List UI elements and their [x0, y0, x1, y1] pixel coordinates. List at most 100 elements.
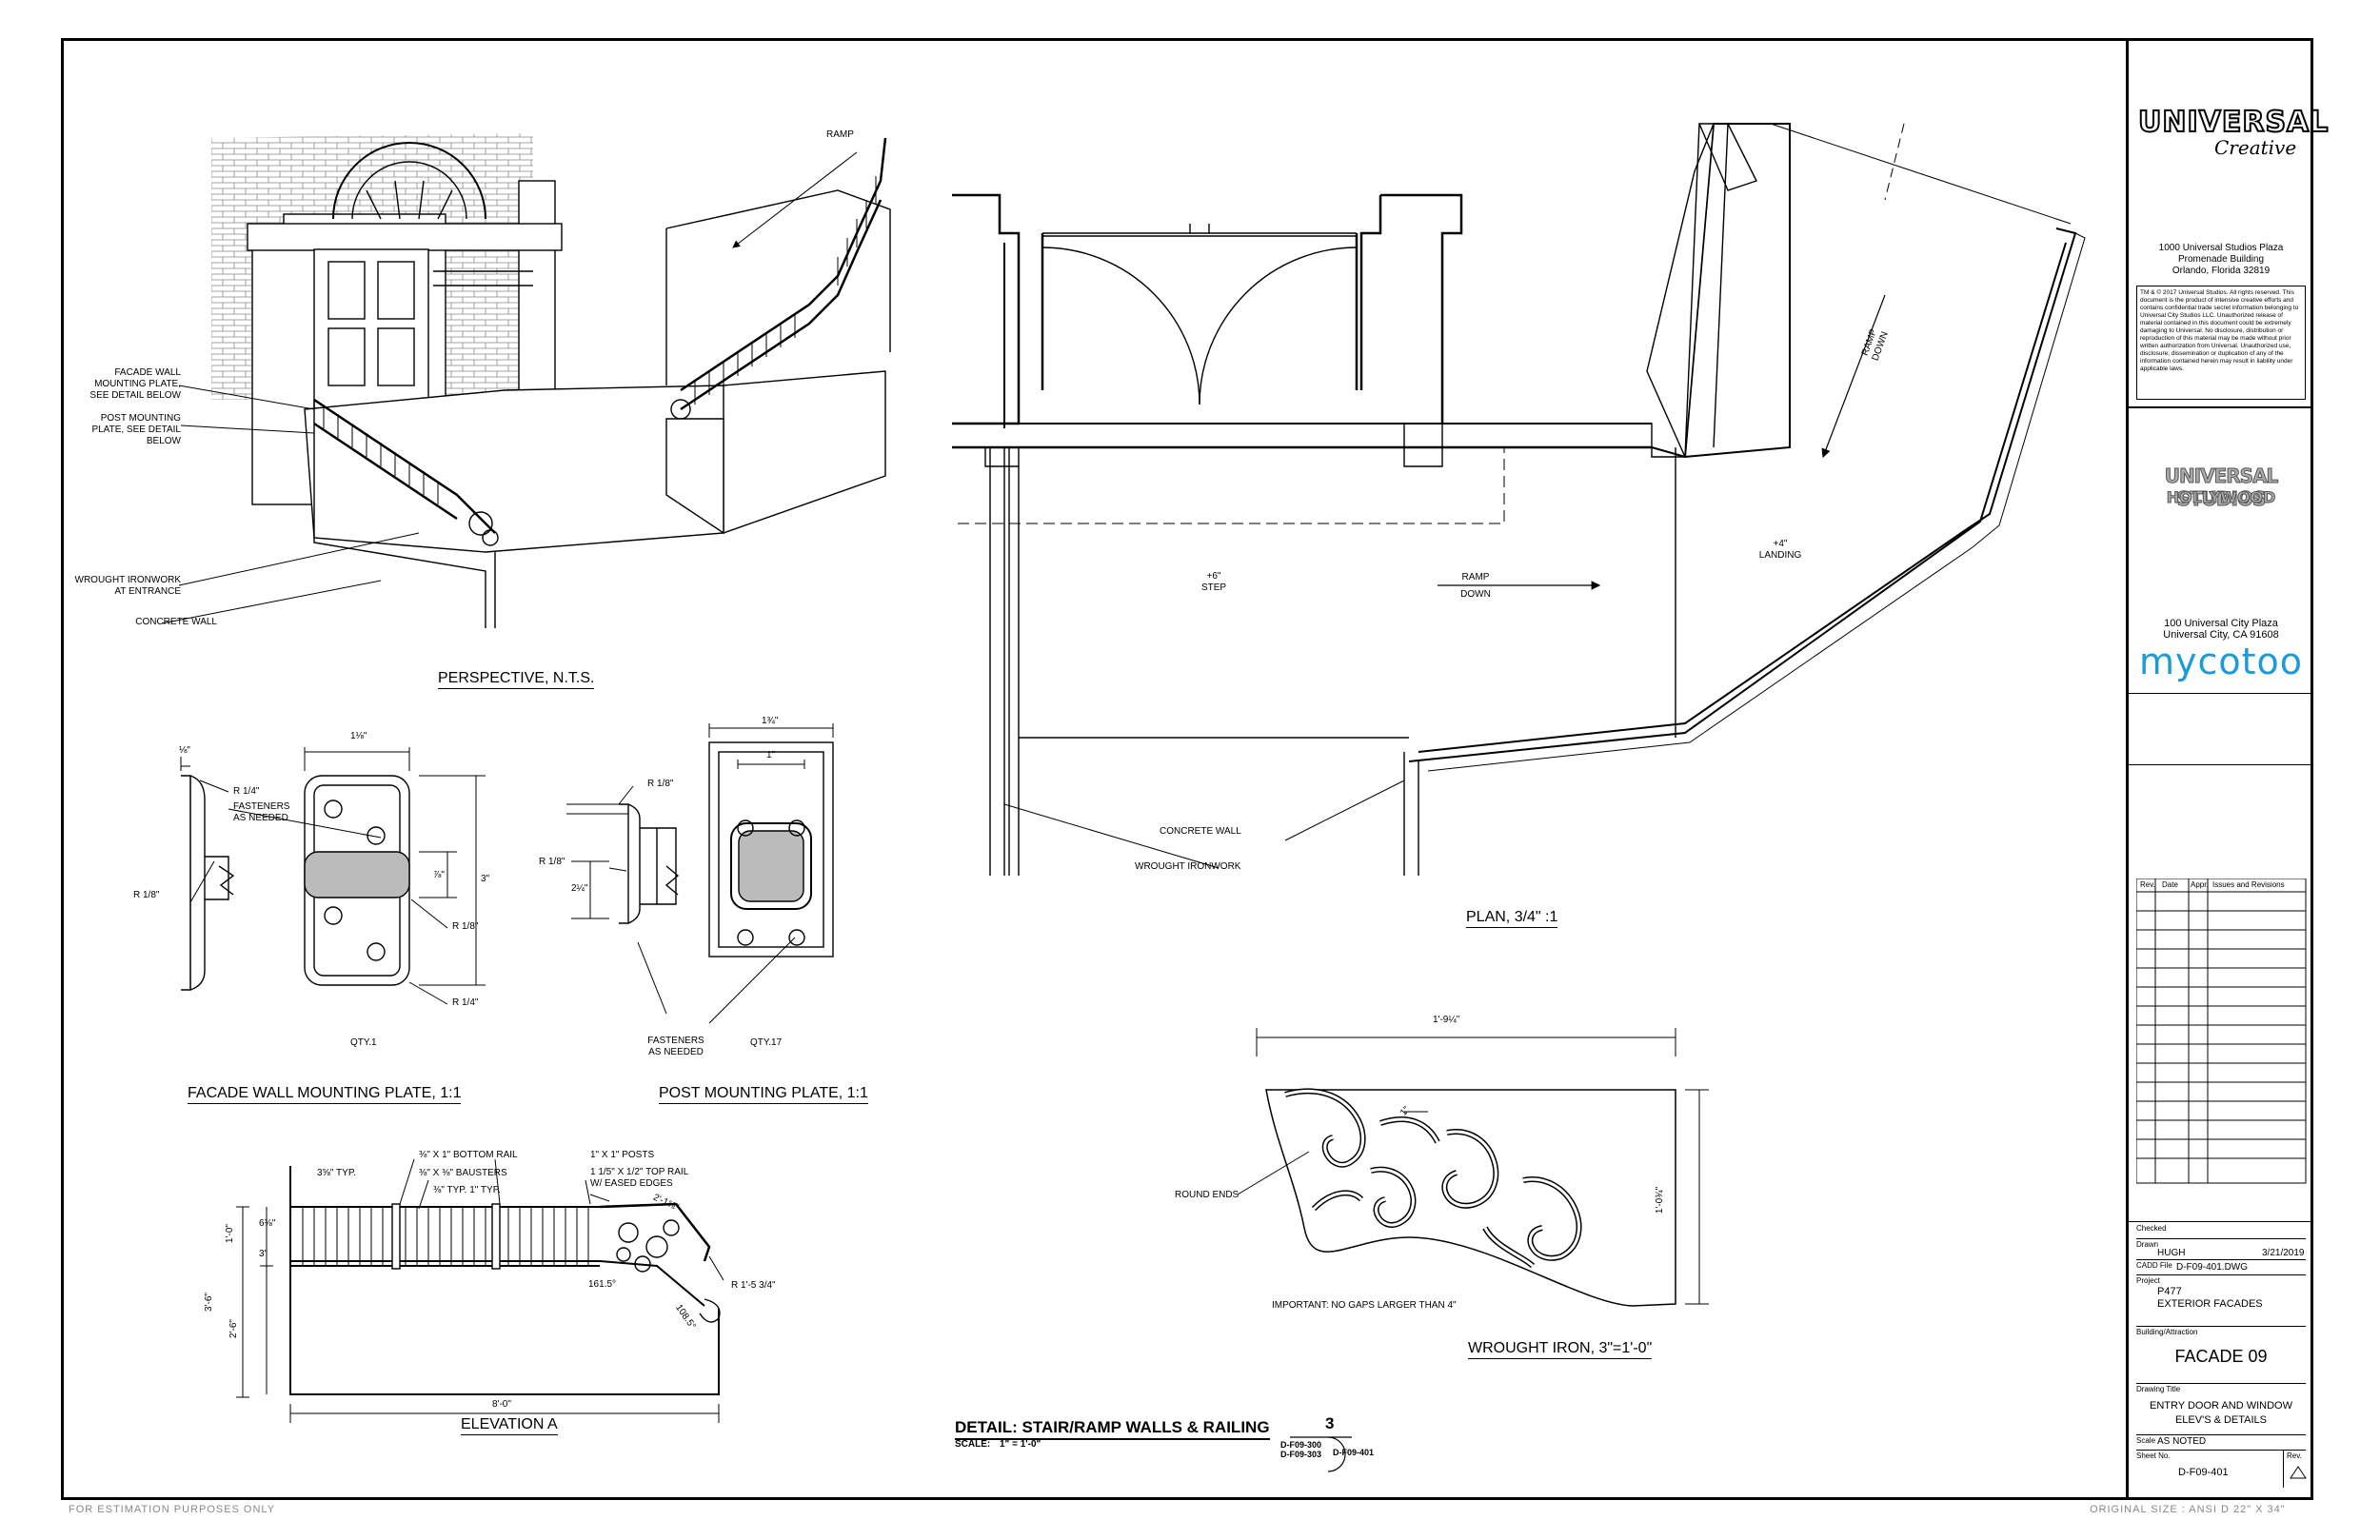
elev-bottom-rail: ⅜" X 1" BOTTOM RAIL [419, 1150, 518, 1160]
revisions-grid [2136, 879, 2307, 1184]
drawing-title-value: ENTRY DOOR AND WINDOW ELEV'S & DETAILS [2150, 1400, 2292, 1426]
facade-dim-small: ⅛" [179, 745, 190, 756]
facade-plate-drawing [180, 747, 486, 1005]
post-plate-drawing [566, 723, 834, 1024]
post-r18-left: R 1/8" [539, 857, 565, 867]
facade-dim-top: 1⅛" [350, 731, 367, 741]
elev-dim-3: 3" [259, 1249, 268, 1259]
mycotoo-logo: mycotoo [2138, 641, 2304, 682]
copyright-notice: TM & © 2017 Universal Studios. All right… [2136, 286, 2306, 400]
elev-top-rail: 1 1/5" X 1/2" TOP RAIL W/ EASED EDGES [590, 1167, 689, 1189]
wrought-iron-drawing [1237, 1028, 1709, 1307]
facade-r14-bottom: R 1/4" [452, 997, 479, 1008]
elev-angle1: 161.5° [588, 1279, 617, 1290]
plan-title: PLAN, 3/4" :1 [1466, 909, 1558, 928]
plan-step-label: +6" STEP [1200, 571, 1227, 593]
address-orlando: 1000 Universal Studios Plaza Promenade B… [2158, 243, 2284, 276]
post-fasteners: FASTENERS AS NEEDED [647, 1036, 704, 1057]
post-dim-inner: 1" [766, 750, 776, 760]
cadd-label: CADD File [2136, 1261, 2172, 1270]
sheet-border [61, 38, 2313, 1500]
drawing-title-label: Drawing Title [2136, 1385, 2181, 1393]
elev-typ1: 3⅝" TYP. [317, 1168, 356, 1178]
detail-ref-1: D-F09-300 [1280, 1440, 1322, 1450]
footer-estimation-note: FOR ESTIMATION PURPOSES ONLY [69, 1504, 276, 1515]
iron-dim-width: 1'-9¼" [1433, 1015, 1460, 1025]
post-qty: QTY.17 [750, 1037, 783, 1048]
callout-facade-plate: FACADE WALL MOUNTING PLATE, SEE DETAIL B… [89, 367, 181, 401]
building-label: Building/Attraction [2136, 1328, 2198, 1336]
elev-dim-3-6: 3'-6" [203, 1293, 214, 1312]
scale-label: Scale [2136, 1436, 2156, 1445]
universal-creative-logo: UNIVERSAL [2137, 105, 2330, 140]
detail-scale-label: SCALE: [955, 1439, 991, 1450]
elev-typ2: ⅜" TYP. 1" TYP. [433, 1185, 501, 1195]
iron-round-ends: ROUND ENDS [1175, 1190, 1240, 1200]
building-value: FACADE 09 [2174, 1347, 2268, 1366]
elev-posts: 1" X 1" POSTS [590, 1150, 655, 1160]
cadd-value: D-F09-401.DWG [2176, 1262, 2249, 1273]
wrought-iron-title: WROUGHT IRON, 3"=1'-0" [1468, 1340, 1653, 1359]
sheet-label: Sheet No. [2136, 1451, 2171, 1460]
detail-title: DETAIL: STAIR/RAMP WALLS & RAILING [955, 1418, 1270, 1440]
elev-dim-6: 6⅜" [259, 1218, 276, 1229]
facade-r14-top: R 1/4" [233, 786, 260, 797]
drawn-date: 3/21/2019 [2262, 1248, 2305, 1258]
scale-value: AS NOTED [2157, 1436, 2207, 1447]
detail-ref-2: D-F09-303 [1280, 1450, 1322, 1459]
checked-label: Checked [2136, 1224, 2167, 1233]
facade-plate-title: FACADE WALL MOUNTING PLATE, 1:1 [188, 1085, 462, 1104]
address-universal-city: 100 Universal City Plaza Universal City,… [2163, 618, 2279, 641]
facade-qty: QTY.1 [350, 1037, 377, 1048]
rev-label: Rev. [2287, 1451, 2302, 1460]
callout-ramp: RAMP [826, 129, 854, 140]
universal-studios-logo: UNIVERSAL STUDIOS [2164, 464, 2279, 511]
facade-r18-left: R 1/8" [133, 890, 160, 900]
universal-creative-script: Creative [2214, 136, 2297, 159]
plan-drawing [952, 123, 2086, 876]
elev-dim-1-0: 1'-0" [224, 1224, 235, 1243]
detail-scale-value: 1" = 1'-0" [1000, 1439, 1041, 1450]
rev-header-issues: Issues and Revisions [2212, 880, 2285, 889]
detail-ref-3: D-F09-401 [1333, 1448, 1375, 1457]
post-r18-top: R 1/8" [647, 779, 674, 789]
iron-important: IMPORTANT: NO GAPS LARGER THAN 4" [1272, 1300, 1457, 1311]
plan-concrete-label: CONCRETE WALL [1160, 826, 1241, 837]
plan-landing-label: +4" LANDING [1758, 539, 1802, 561]
elev-dim-8-0: 8'-0" [492, 1399, 511, 1410]
facade-r18-right: R 1/8" [452, 921, 479, 932]
plan-ironwork-label: WROUGHT IRONWORK [1135, 861, 1241, 872]
elev-r-scroll: R 1'-5 3/4" [731, 1280, 776, 1291]
elev-balusters: ⅜" X ⅜" BAUSTERS [419, 1168, 507, 1178]
callout-concrete-wall: CONCRETE WALL [135, 617, 217, 627]
callout-ironwork: WROUGHT IRONWORK AT ENTRANCE [74, 575, 181, 597]
revision-triangle-icon [2290, 1466, 2307, 1479]
rev-header-appr: Appr. [2191, 880, 2209, 889]
facade-dim-mid: ⅞" [433, 870, 445, 880]
callout-post-plate: POST MOUNTING PLATE, SEE DETAIL BELOW [91, 413, 181, 446]
drawn-value: HUGH [2157, 1248, 2186, 1258]
title-block: UNIVERSAL Creative 1000 Universal Studio… [2126, 41, 2330, 1497]
facade-dim-side: 3" [481, 874, 490, 884]
perspective-drawing [161, 133, 891, 628]
rev-header-date: Date [2162, 880, 2178, 889]
detail-number: 3 [1325, 1414, 1335, 1432]
elevation-drawing [236, 1158, 724, 1423]
footer-original-size: ORIGINAL SIZE : ANSI D 22" X 34" [2090, 1504, 2286, 1515]
elevation-title: ELEVATION A [461, 1416, 558, 1435]
elev-dim-2-6: 2'-6" [228, 1319, 239, 1338]
post-plate-title: POST MOUNTING PLATE, 1:1 [659, 1085, 868, 1104]
post-dim-top: 1¾" [762, 716, 779, 726]
plan-ramp-down-label: RAMP DOWN [1460, 572, 1491, 600]
rev-header-rev: Rev. [2140, 880, 2155, 889]
iron-dim-height: 1'-0¾" [1655, 1186, 1666, 1214]
facade-fasteners: FASTENERS AS NEEDED [233, 801, 290, 823]
drawn-label: Drawn [2136, 1240, 2159, 1249]
project-label: Project [2136, 1276, 2160, 1285]
perspective-title: PERSPECTIVE, N.T.S. [438, 670, 595, 689]
project-value: P477 EXTERIOR FACADES [2157, 1286, 2263, 1310]
sheet-value: D-F09-401 [2178, 1467, 2229, 1478]
post-dim-side: 2¼" [571, 883, 588, 894]
hollywood-logo: HOLLYWOOD [2166, 488, 2276, 507]
